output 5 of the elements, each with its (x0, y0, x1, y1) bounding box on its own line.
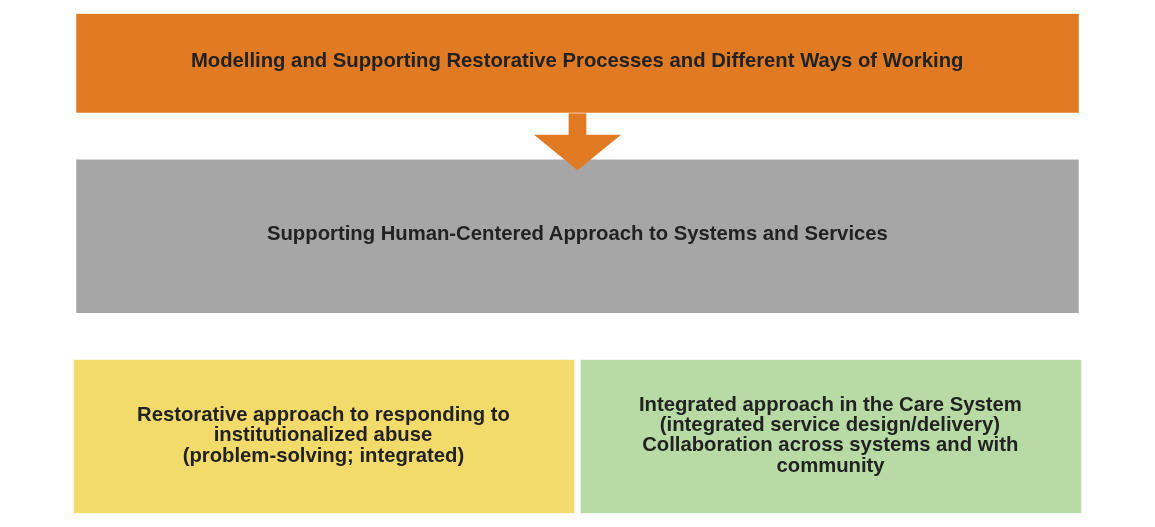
node-box: Supporting Human-Centered Approach to Systems and Services (74, 158, 1081, 315)
arrow (534, 113, 621, 171)
node-box: Modelling and Supporting Restorative Processes and Different Ways of Working (74, 12, 1081, 114)
node-box: Restorative approach to responding to institutionalized abuse (problem-solving; integrated) (72, 358, 576, 515)
node-box: Integrated approach in the Care System (integrated service design/delivery) Collaboration across systems and with community (579, 358, 1083, 515)
